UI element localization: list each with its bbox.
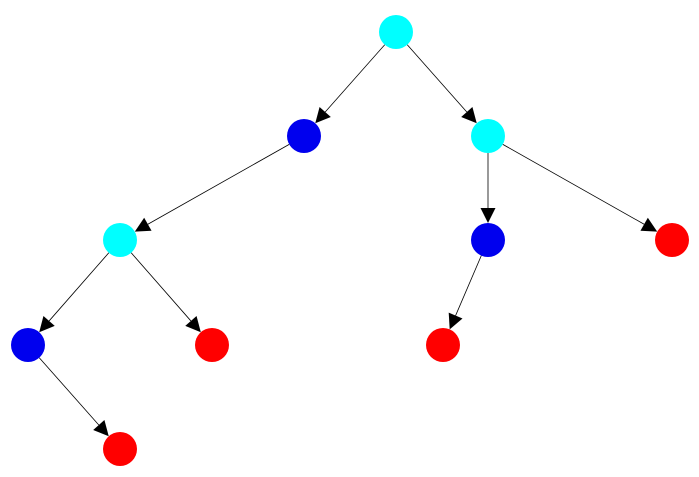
arrowhead-icon	[461, 107, 477, 124]
arrowhead-icon	[448, 312, 463, 330]
arrowhead-icon	[39, 315, 55, 333]
node-n8-red	[426, 328, 460, 362]
edge-n6-n8	[448, 255, 482, 330]
arrowhead-icon	[134, 217, 152, 232]
edge-line	[38, 357, 100, 426]
edge-line	[147, 144, 290, 225]
edge-n3-n4	[39, 252, 110, 333]
node-n9-red	[103, 432, 137, 466]
edge-n0-n1	[315, 44, 386, 124]
edge-line	[130, 252, 192, 322]
edge-n2-n7	[502, 144, 658, 232]
edge-line	[48, 252, 110, 322]
arrowhead-icon	[185, 315, 201, 333]
node-n0-cyan	[379, 15, 413, 49]
node-n3-cyan	[103, 223, 137, 257]
edge-n0-n2	[406, 44, 477, 124]
node-n1-blue	[287, 119, 321, 153]
arrowhead-icon	[93, 420, 109, 437]
edge-n4-n9	[38, 357, 109, 437]
edges-layer	[38, 44, 658, 437]
arrowhead-icon	[640, 217, 658, 232]
node-n4-blue	[11, 328, 45, 362]
edge-line	[406, 44, 468, 113]
edge-line	[455, 255, 482, 316]
arrowhead-icon	[480, 208, 496, 223]
edge-n1-n3	[134, 144, 290, 232]
arrowhead-icon	[315, 107, 331, 124]
edge-line	[502, 144, 645, 225]
node-n2-cyan	[471, 119, 505, 153]
node-n6-blue	[471, 223, 505, 257]
edge-line	[324, 44, 386, 113]
nodes-layer	[11, 15, 689, 466]
node-n7-red	[655, 223, 689, 257]
edge-n3-n5	[130, 252, 201, 333]
node-n5-red	[195, 328, 229, 362]
edge-n2-n6	[480, 153, 496, 223]
